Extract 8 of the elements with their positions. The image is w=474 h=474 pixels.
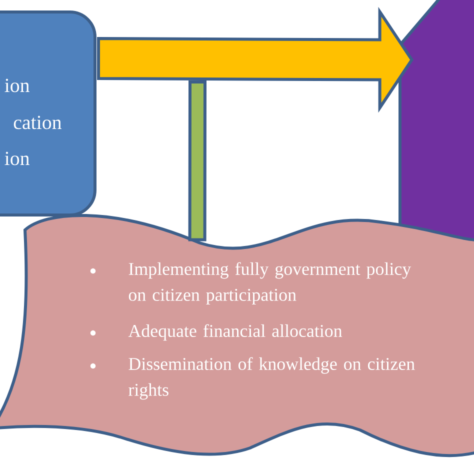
rounded-box: ion cation ion	[0, 10, 96, 216]
pentagon-shape	[398, 0, 474, 242]
block-arrow	[97, 6, 414, 113]
wave-banner	[0, 214, 474, 458]
list-item: Implementing fully government policy on citizen participation	[128, 262, 412, 305]
vertical-bar	[188, 80, 206, 242]
list-item: Adequate financial allocation	[128, 324, 342, 341]
list-item: Dissemination of knowledge on citizen rights	[128, 357, 415, 400]
